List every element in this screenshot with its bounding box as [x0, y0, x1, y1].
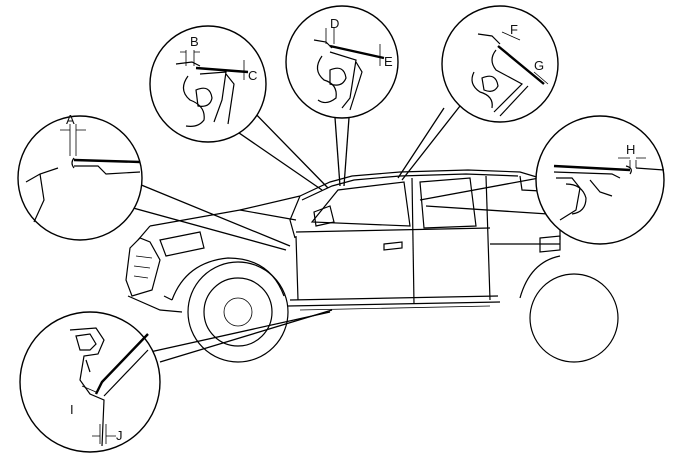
detail-circle-fg: F G [441, 5, 559, 123]
label-g: G [534, 58, 544, 73]
label-e: E [384, 54, 393, 69]
label-f: F [510, 22, 518, 37]
label-b: B [190, 34, 199, 49]
label-h: H [626, 142, 635, 157]
detail-circle-a: A [17, 112, 143, 241]
detail-circle-de: D E [285, 5, 399, 119]
detail-circle-bc: B C [149, 25, 267, 143]
label-d: D [330, 16, 339, 31]
label-i: I [70, 402, 74, 417]
detail-circle-h: H [535, 115, 665, 245]
label-j: J [116, 428, 123, 443]
detail-circle-ij: I J [19, 311, 161, 453]
label-c: C [248, 68, 257, 83]
label-a: A [66, 112, 75, 127]
callout-lines [125, 103, 551, 363]
